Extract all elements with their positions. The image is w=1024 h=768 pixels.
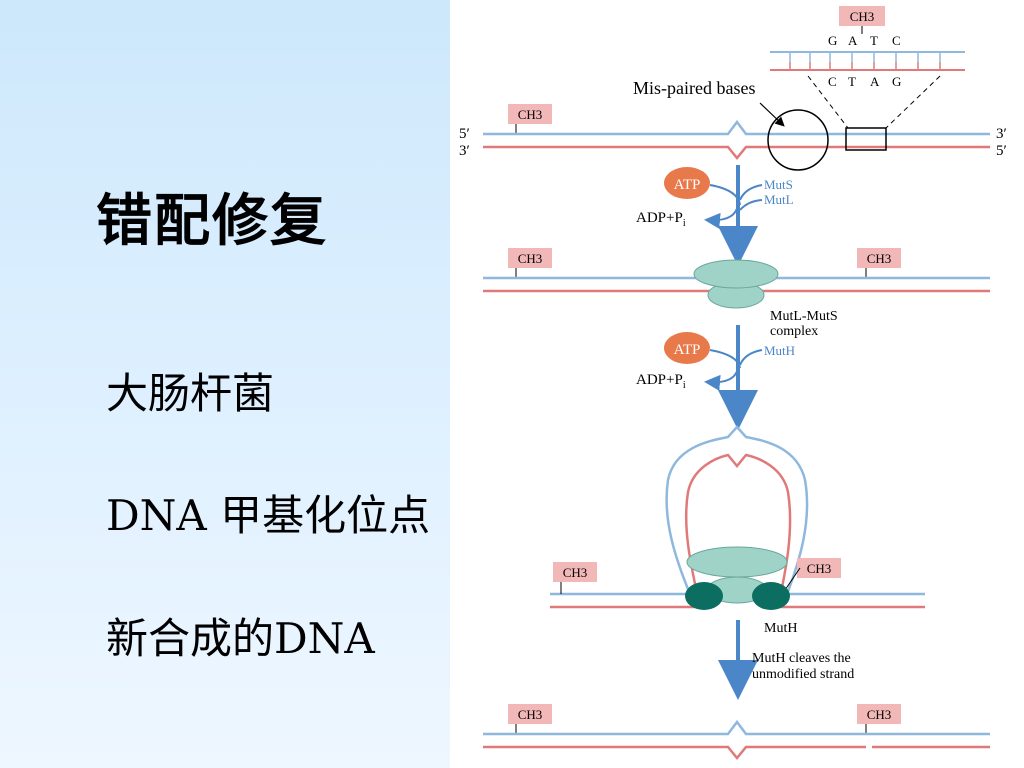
ch3-tag-2-left — [508, 248, 552, 268]
left-panel: 错配修复 大肠杆菌 DNA 甲基化位点 新合成的DNA — [0, 0, 450, 768]
complex-label-line2: complex — [770, 324, 818, 339]
ch3-tag-3-left — [553, 562, 597, 582]
cleave-label-line1: MutH cleaves the — [752, 651, 851, 666]
adp-label-1: ADP+Pi — [636, 210, 686, 229]
text-line-methylation-site: DNA 甲基化位点 — [106, 491, 431, 540]
bottom-strand-loop — [550, 453, 925, 609]
ch3-label-2-right: CH3 — [867, 251, 892, 266]
gatc-inset: CH3 G A T C C T A G — [770, 6, 965, 129]
gatc-site-box — [845, 127, 887, 151]
base-top-c: C — [892, 33, 901, 48]
text-line-ecoli: 大肠杆菌 — [106, 369, 275, 418]
label-5-prime-bottom: 5′ — [996, 143, 1007, 159]
ch3-tag-4-left — [508, 704, 552, 724]
dna-row-2: CH3 CH3 MutL-MutS complex — [483, 248, 990, 339]
dna-row-1: CH3 5′ 3′ 3′ 5′ — [459, 104, 1007, 171]
bottom-strand-4-left — [483, 745, 866, 760]
text-line-new-dna: 新合成的DNA — [106, 614, 375, 663]
ch3-label-1: CH3 — [518, 107, 543, 122]
ch3-label-2-left: CH3 — [518, 251, 543, 266]
slide-title: 错配修复 — [96, 189, 328, 254]
ch3-tag-3-right — [797, 558, 841, 578]
adp-label-2: ADP+Pi — [636, 372, 686, 391]
ch3-label-inset: CH3 — [850, 9, 875, 24]
muth-label: MutH — [764, 621, 797, 636]
muts-protein-3 — [686, 546, 788, 578]
base-bottom-t: T — [848, 74, 856, 89]
ch3-tag-inset — [839, 6, 885, 26]
complex-label-line1: MutL-MutS — [770, 309, 838, 324]
top-strand-1 — [483, 119, 990, 136]
atp-label-2: ATP — [674, 342, 701, 358]
ch3-tag-4-right — [857, 704, 901, 724]
base-top-t: T — [870, 33, 878, 48]
muth-protein-right — [752, 582, 790, 610]
label-5-prime-top: 5′ — [459, 126, 470, 142]
ch3-label-3-left: CH3 — [563, 565, 588, 580]
muts-protein — [693, 259, 779, 289]
mutl-label: MutL — [764, 192, 794, 207]
ch3-label-3-right: CH3 — [807, 561, 832, 576]
step-2: ATP ADP+Pi MutH — [636, 325, 795, 430]
muts-label: MutS — [764, 177, 793, 192]
label-3-prime-top: 3′ — [996, 126, 1007, 142]
mismatch-circle — [767, 109, 829, 171]
top-strand-loop — [550, 425, 925, 596]
dna-row-3: CH3 CH3 MutH — [550, 425, 925, 636]
mispaired-bases-label: Mis-paired bases — [633, 78, 755, 98]
bottom-strand-1 — [483, 145, 990, 160]
top-strand-4 — [483, 719, 990, 736]
base-bottom-a: A — [870, 74, 880, 89]
muth-enzyme-label: MutH — [764, 343, 795, 358]
step-1: ATP ADP+Pi MutS MutL — [636, 165, 794, 266]
dna-row-4: CH3 CH3 — [483, 704, 990, 760]
muth-protein-left — [685, 582, 723, 610]
ch3-tag-2-right — [857, 248, 901, 268]
ch3-tag-1 — [508, 104, 552, 124]
atp-badge-1 — [664, 167, 710, 199]
ch3-label-4-right: CH3 — [867, 707, 892, 722]
ch3-label-4-left: CH3 — [518, 707, 543, 722]
base-bottom-g: G — [892, 74, 901, 89]
base-top-g: G — [828, 33, 837, 48]
base-top-a: A — [848, 33, 858, 48]
cleave-label-line2: unmodified strand — [752, 667, 854, 682]
label-3-prime-bottom: 3′ — [459, 143, 470, 159]
base-bottom-c: C — [828, 74, 837, 89]
atp-badge-2 — [664, 332, 710, 364]
atp-label-1: ATP — [674, 177, 701, 193]
